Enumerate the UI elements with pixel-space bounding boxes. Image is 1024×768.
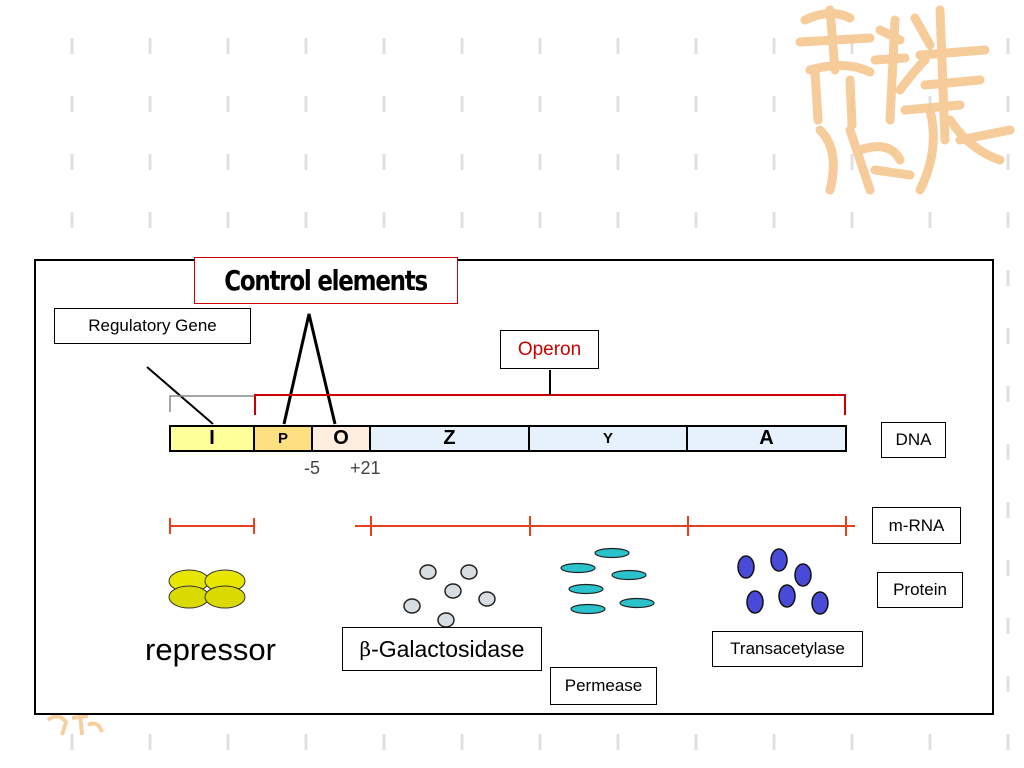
dna-segment-y: Y [528, 425, 688, 452]
mrna-label: m-RNA [872, 507, 961, 544]
dna-label: DNA [881, 422, 946, 458]
permease-protein [560, 547, 655, 615]
regulatory-gene-label: Regulatory Gene [54, 308, 251, 344]
operon-mrna [355, 516, 855, 536]
dna-segment-o: O [311, 425, 371, 452]
galactosidase-name: -Galactosidase [371, 635, 525, 662]
repressor-protein [168, 569, 246, 609]
promoter-position-label: -5 [304, 458, 321, 478]
operator-position-label: +21 [350, 458, 381, 478]
transacetylase-protein [737, 548, 829, 615]
operon-bracket [254, 394, 846, 415]
galactosidase-protein [403, 564, 496, 628]
dna-segment-p: P [253, 425, 313, 452]
repressor-mrna [169, 518, 255, 534]
dna-segment-z: Z [369, 425, 530, 452]
control-elements-pointer [282, 313, 337, 425]
control-elements-title: Control elements [194, 257, 458, 304]
operon-label: Operon [500, 330, 599, 369]
transacetylase-label: Transacetylase [712, 631, 863, 667]
repressor-label: repressor [145, 632, 276, 667]
dna-segment-i: I [169, 425, 255, 452]
beta-symbol: β [359, 637, 372, 661]
regulatory-gene-bracket [169, 395, 255, 412]
protein-label: Protein [877, 572, 963, 608]
dna-segment-a: A [686, 425, 847, 452]
control-elements-title-text: Control elements [224, 264, 429, 297]
galactosidase-label: β -Galactosidase [342, 627, 542, 671]
permease-label: Permease [550, 667, 657, 705]
